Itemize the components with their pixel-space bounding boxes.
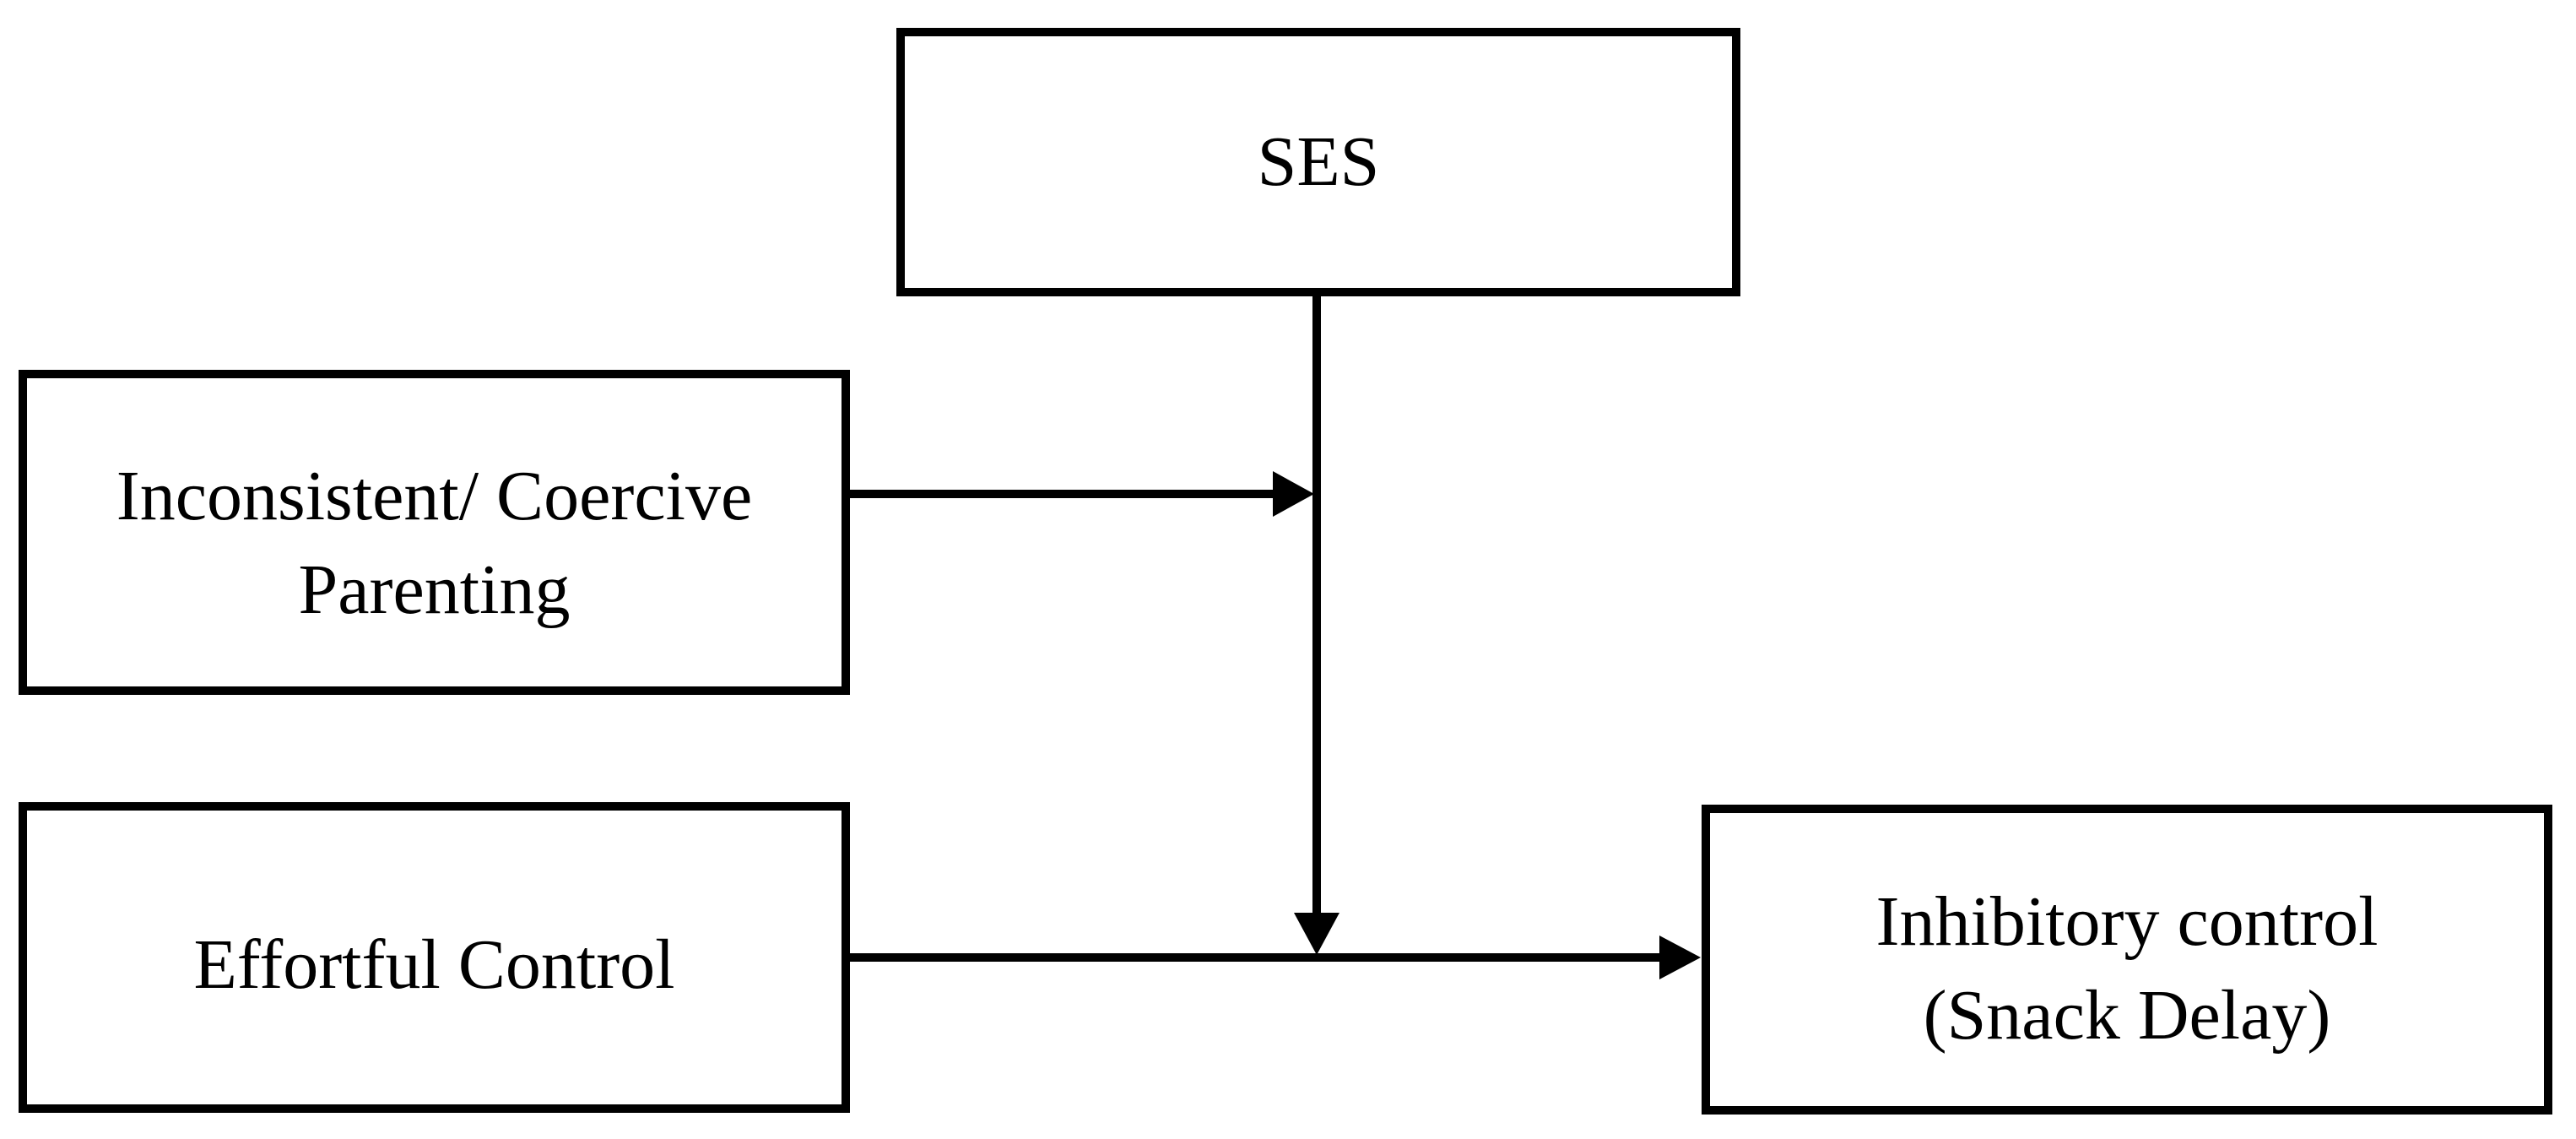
node-inconsistent-coercive-parenting: Inconsistent/ Coercive Parenting — [19, 370, 850, 695]
node-effortful-control-label: Effortful Control — [193, 925, 675, 1004]
node-ses-label: SES — [1257, 122, 1380, 201]
node-inhibitory-label-line2: (Snack Delay) — [1923, 975, 2331, 1055]
node-inhibitory-label-line1: Inhibitory control — [1875, 881, 2378, 961]
arrow-effortful-to-inhibitory — [850, 936, 1701, 979]
arrow-ses-to-ec-ic-path — [1294, 296, 1339, 955]
node-inhibitory-control-snack-delay: Inhibitory control (Snack Delay) — [1702, 805, 2552, 1115]
node-effortful-control: Effortful Control — [19, 802, 850, 1113]
node-parenting-label-line1: Inconsistent/ Coercive — [116, 456, 753, 535]
node-ses: SES — [896, 28, 1740, 296]
node-parenting-label-line2: Parenting — [298, 550, 571, 629]
arrow-parenting-to-ses-path — [850, 471, 1314, 517]
